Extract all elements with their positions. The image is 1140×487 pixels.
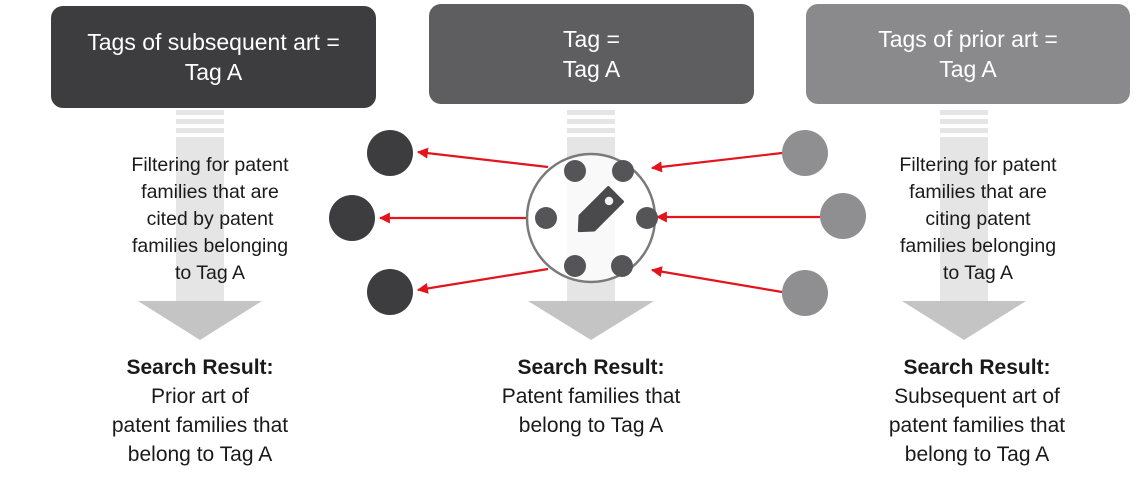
left-header-line: Tags of subsequent art =: [87, 29, 340, 55]
search-result-title: Search Result:: [126, 356, 274, 379]
filter-line: families belonging: [131, 235, 289, 257]
tag-member-node: [611, 255, 633, 277]
search-result-line: Subsequent art of: [894, 385, 1060, 408]
center-header-line: Tag =: [563, 26, 620, 52]
tag-member-node: [612, 160, 634, 182]
subsequent-art-node: [782, 130, 828, 176]
right-header-line: Tags of prior art =: [878, 26, 1058, 52]
right-flow-arrow: [902, 110, 1026, 340]
search-result-line: belong to Tag A: [127, 443, 273, 466]
tag-member-node: [636, 207, 658, 229]
search-result-title: Search Result:: [517, 356, 665, 379]
filter-line: families that are: [141, 181, 279, 203]
prior-art-nodes: [329, 130, 413, 315]
right-filter-description: Filtering for patent families that are c…: [863, 152, 1093, 287]
search-result-line: patent families that: [111, 414, 289, 437]
filter-line: cited by patent: [146, 208, 274, 230]
subsequent-art-node: [782, 270, 828, 316]
tag-member-node: [564, 255, 586, 277]
search-result-title: Search Result:: [903, 356, 1051, 379]
prior-art-node: [367, 269, 413, 315]
subsequent-art-node: [820, 193, 866, 239]
citation-arrow: [416, 147, 549, 169]
citation-arrow: [650, 151, 783, 173]
tag-icon: [577, 186, 624, 233]
right-header: Tags of prior art = Tag A: [806, 4, 1130, 104]
right-search-result: Search Result: Subsequent art of patent …: [857, 353, 1097, 469]
filter-line: to Tag A: [942, 262, 1014, 284]
citation-arrow: [650, 266, 783, 294]
center-header: Tag = Tag A: [429, 4, 754, 104]
search-result-line: belong to Tag A: [904, 443, 1050, 466]
center-search-result: Search Result: Patent families that belo…: [471, 353, 711, 440]
center-header-line: Tag A: [562, 56, 621, 82]
filter-line: families that are: [909, 181, 1047, 203]
tag-member-node: [564, 160, 586, 182]
subsequent-art-nodes: [782, 130, 866, 316]
prior-art-node: [367, 130, 413, 176]
search-result-line: belong to Tag A: [518, 414, 664, 437]
filter-line: citing patent: [925, 208, 1031, 230]
citation-arrows: [378, 147, 820, 294]
search-result-line: Patent families that: [501, 385, 681, 408]
prior-art-node: [329, 195, 375, 241]
search-result-line: patent families that: [888, 414, 1066, 437]
filter-line: families belonging: [899, 235, 1057, 257]
left-filter-description: Filtering for patent families that are c…: [95, 152, 325, 287]
filter-line: Filtering for patent: [899, 154, 1057, 176]
left-header: Tags of subsequent art = Tag A: [51, 6, 376, 108]
search-result-line: Prior art of: [150, 385, 250, 408]
tag-member-node: [535, 207, 557, 229]
left-flow-arrow: [138, 110, 262, 340]
left-header-line: Tag A: [184, 59, 243, 85]
tag-cluster: [525, 152, 658, 284]
filter-line: to Tag A: [174, 262, 246, 284]
citation-arrow: [416, 267, 549, 294]
left-search-result: Search Result: Prior art of patent famil…: [80, 353, 320, 469]
filter-line: Filtering for patent: [131, 154, 289, 176]
right-header-line: Tag A: [939, 56, 997, 82]
